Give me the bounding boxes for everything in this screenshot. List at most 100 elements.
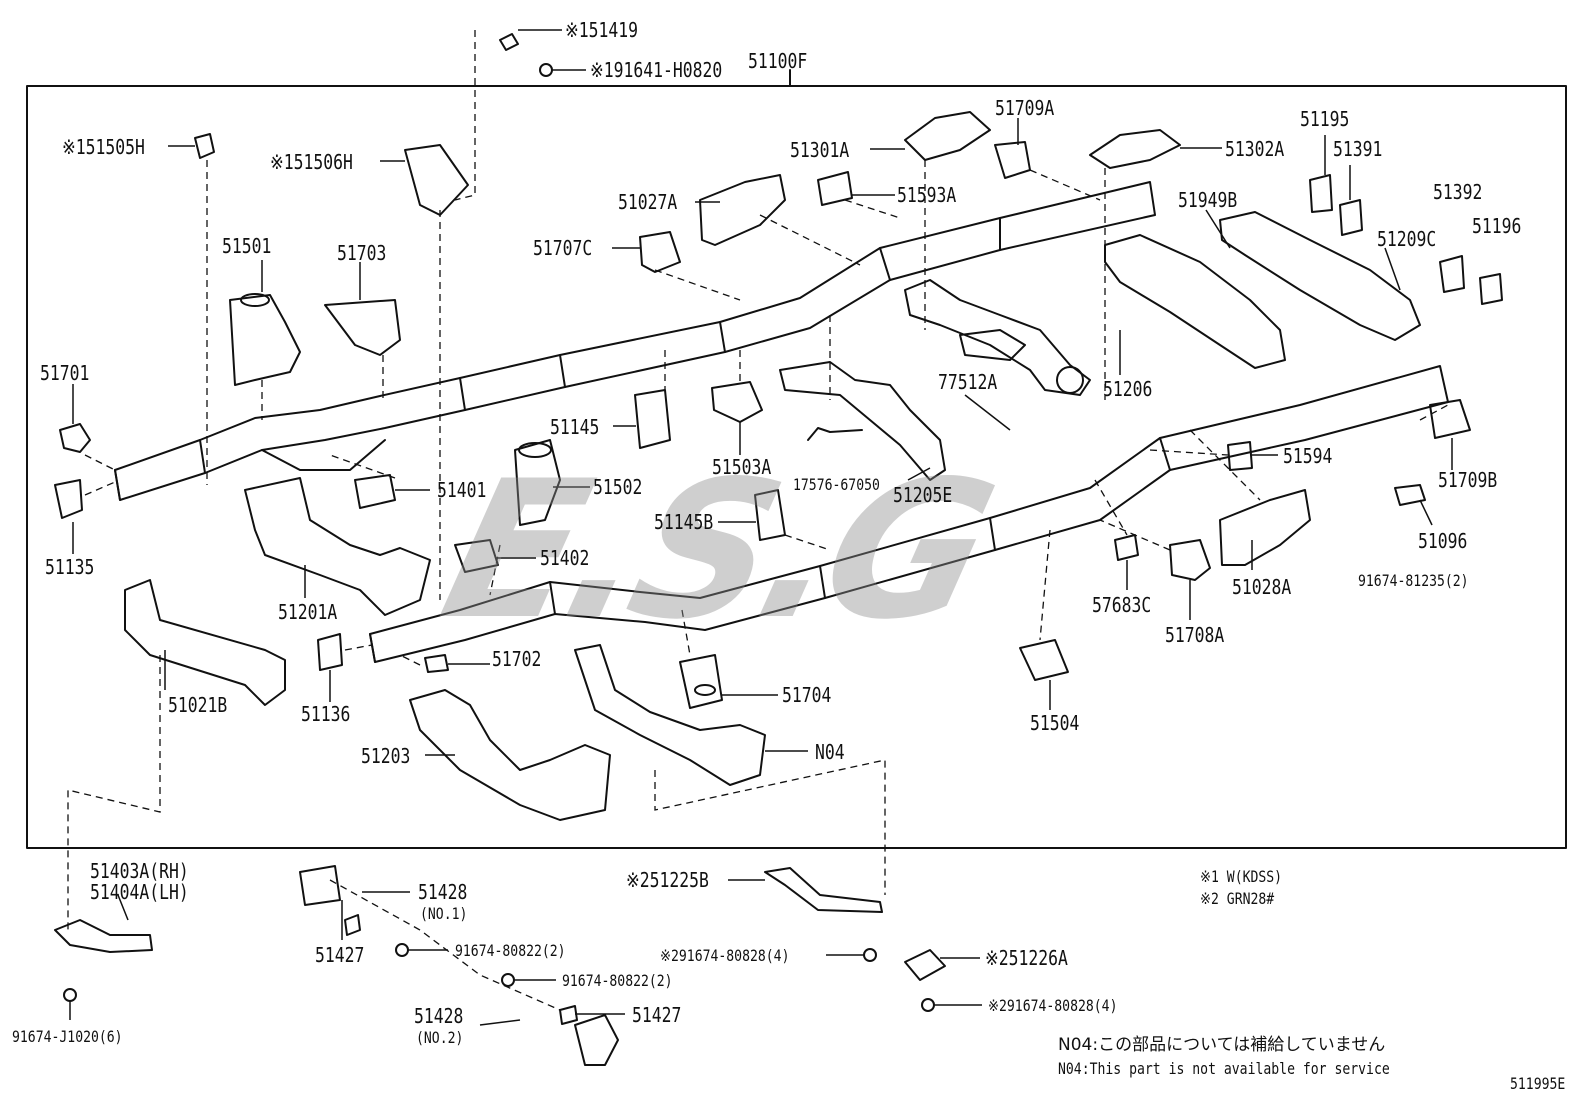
- part-label-51702[interactable]: 51702: [492, 647, 542, 671]
- part-label-51206[interactable]: 51206: [1103, 377, 1153, 401]
- part-label-51506H[interactable]: ※151506H: [270, 150, 353, 174]
- bracket-51428-no2: [574, 1014, 619, 1066]
- pipe-17576-67050: [807, 427, 863, 441]
- assembly-frame-box: [26, 85, 1567, 849]
- dashed-alignment-lines: [67, 30, 1449, 1011]
- part-label-51301A[interactable]: 51301A: [790, 138, 850, 162]
- bolt-91674-J1020: [63, 988, 77, 1002]
- part-label-51391[interactable]: 51391: [1333, 137, 1383, 161]
- bracket-51401: [354, 474, 396, 509]
- crossmember-51203: [409, 689, 611, 821]
- bracket-51392: [1439, 255, 1465, 293]
- part-label-51703[interactable]: 51703: [337, 241, 387, 265]
- bracket-51707C: [639, 231, 681, 273]
- part-label-51201A[interactable]: 51201A: [278, 600, 338, 624]
- part-label-17576-67050[interactable]: 17576-67050: [793, 475, 880, 494]
- part-label-51701[interactable]: 51701: [40, 361, 90, 385]
- part-label-N04[interactable]: N04: [815, 740, 845, 764]
- leader-lines: [69, 29, 1453, 1026]
- part-label-51505H[interactable]: ※151505H: [62, 135, 145, 159]
- part-label-77512A[interactable]: 77512A: [938, 370, 998, 394]
- part-label-51096[interactable]: 51096: [1418, 529, 1468, 553]
- part-label-51709B[interactable]: 51709B: [1438, 468, 1498, 492]
- part-label-51594[interactable]: 51594: [1283, 444, 1333, 468]
- part-label-51504[interactable]: 51504: [1030, 711, 1080, 735]
- part-label-51302A[interactable]: 51302A: [1225, 137, 1285, 161]
- bracket-51427-b: [559, 1005, 578, 1025]
- part-label-51707C[interactable]: 51707C: [533, 236, 593, 260]
- part-label-51205E[interactable]: 51205E: [893, 483, 953, 507]
- bracket-51708A: [1169, 539, 1211, 581]
- part-label-51028A[interactable]: 51028A: [1232, 575, 1292, 599]
- bracket-51427-a: [344, 914, 361, 936]
- part-label-51501[interactable]: 51501: [222, 234, 272, 258]
- crossmember-51021B: [124, 579, 286, 706]
- part-label-51502[interactable]: 51502: [593, 475, 643, 499]
- crossmember-N04: [574, 644, 766, 786]
- part-label-51209C[interactable]: 51209C: [1377, 227, 1437, 251]
- part-label-51404A-LH[interactable]: 51404A(LH): [90, 880, 189, 904]
- part-label-51401[interactable]: 51401: [437, 478, 487, 502]
- frame-label: 51100F: [748, 49, 808, 73]
- bracket-51145: [634, 389, 671, 449]
- bracket-51702: [424, 654, 449, 673]
- part-label-51021B[interactable]: 51021B: [168, 693, 228, 717]
- part-label-51704[interactable]: 51704: [782, 683, 832, 707]
- bracket-77512A: [959, 329, 1026, 361]
- bracket-51135: [54, 479, 83, 519]
- part-label-51136[interactable]: 51136: [301, 702, 351, 726]
- bracket-51503A: [711, 381, 763, 423]
- bracket-51594: [1227, 441, 1253, 471]
- bracket-51391: [1339, 199, 1363, 236]
- part-label-91674-81235[interactable]: 91674-81235(2): [1358, 571, 1469, 590]
- note-grn: ※2 GRN28#: [1200, 889, 1275, 908]
- bracket-51504: [1019, 639, 1069, 681]
- part-label-91674-J1020[interactable]: 91674-J1020(6): [12, 1027, 123, 1046]
- part-label-51427-b[interactable]: 51427: [632, 1003, 682, 1027]
- bracket-57683C: [1114, 534, 1139, 561]
- part-label-51402[interactable]: 51402: [540, 546, 590, 570]
- part-label-51593A[interactable]: 51593A: [897, 183, 957, 207]
- part-label-51027A[interactable]: 51027A: [618, 190, 678, 214]
- part-label-51145B[interactable]: 51145B: [654, 510, 714, 534]
- part-label-91674-80822-b[interactable]: 91674-80822(2): [562, 971, 673, 990]
- bracket-51703: [324, 299, 401, 356]
- part-label-51195[interactable]: 51195: [1300, 107, 1350, 131]
- part-label-51203[interactable]: 51203: [361, 744, 411, 768]
- part-label-51226A[interactable]: ※251226A: [985, 946, 1068, 970]
- part-label-51403A-RH[interactable]: 51403A(RH): [90, 859, 189, 883]
- bracket-51701: [59, 423, 91, 453]
- bracket-51136: [317, 633, 343, 671]
- part-label-57683C[interactable]: 57683C: [1092, 593, 1152, 617]
- part-label-51135[interactable]: 51135: [45, 555, 95, 579]
- bracket-51501: [229, 294, 301, 386]
- bracket-51593A: [817, 171, 853, 206]
- bracket-51226A: [904, 949, 946, 981]
- part-label-51428-no2-sub: (NO.2): [416, 1028, 464, 1047]
- part-label-91674-80822-a[interactable]: 91674-80822(2): [455, 941, 566, 960]
- bracket-51704: [679, 654, 723, 709]
- part-label-51949B[interactable]: 51949B: [1178, 188, 1238, 212]
- part-label-51428-no1[interactable]: 51428: [418, 880, 468, 904]
- bracket-51196: [1479, 273, 1503, 305]
- bracket-51506H: [404, 144, 469, 216]
- note-kdss: ※1 W(KDSS): [1200, 867, 1283, 886]
- part-label-51419[interactable]: ※151419: [565, 18, 638, 42]
- part-label-51225B[interactable]: ※251225B: [626, 868, 709, 892]
- part-label-91674-80828-a[interactable]: ※291674-80828(4): [660, 946, 790, 965]
- bracket-51302A: [1089, 129, 1181, 169]
- bracket-51027A: [699, 174, 786, 246]
- part-label-51503A[interactable]: 51503A: [712, 455, 772, 479]
- part-label-191641-H0820[interactable]: ※191641-H0820: [590, 58, 723, 82]
- crossmember-51028A: [1219, 489, 1311, 566]
- crossmember-51949B: [1104, 234, 1286, 369]
- part-label-51145[interactable]: 51145: [550, 415, 600, 439]
- part-label-51709A[interactable]: 51709A: [995, 96, 1055, 120]
- part-label-91674-80828-b[interactable]: ※291674-80828(4): [988, 996, 1118, 1015]
- part-label-51196[interactable]: 51196: [1472, 214, 1522, 238]
- part-label-51427-a[interactable]: 51427: [315, 943, 365, 967]
- part-label-51708A[interactable]: 51708A: [1165, 623, 1225, 647]
- part-label-51392[interactable]: 51392: [1433, 180, 1483, 204]
- part-label-51428-no2[interactable]: 51428: [414, 1004, 464, 1028]
